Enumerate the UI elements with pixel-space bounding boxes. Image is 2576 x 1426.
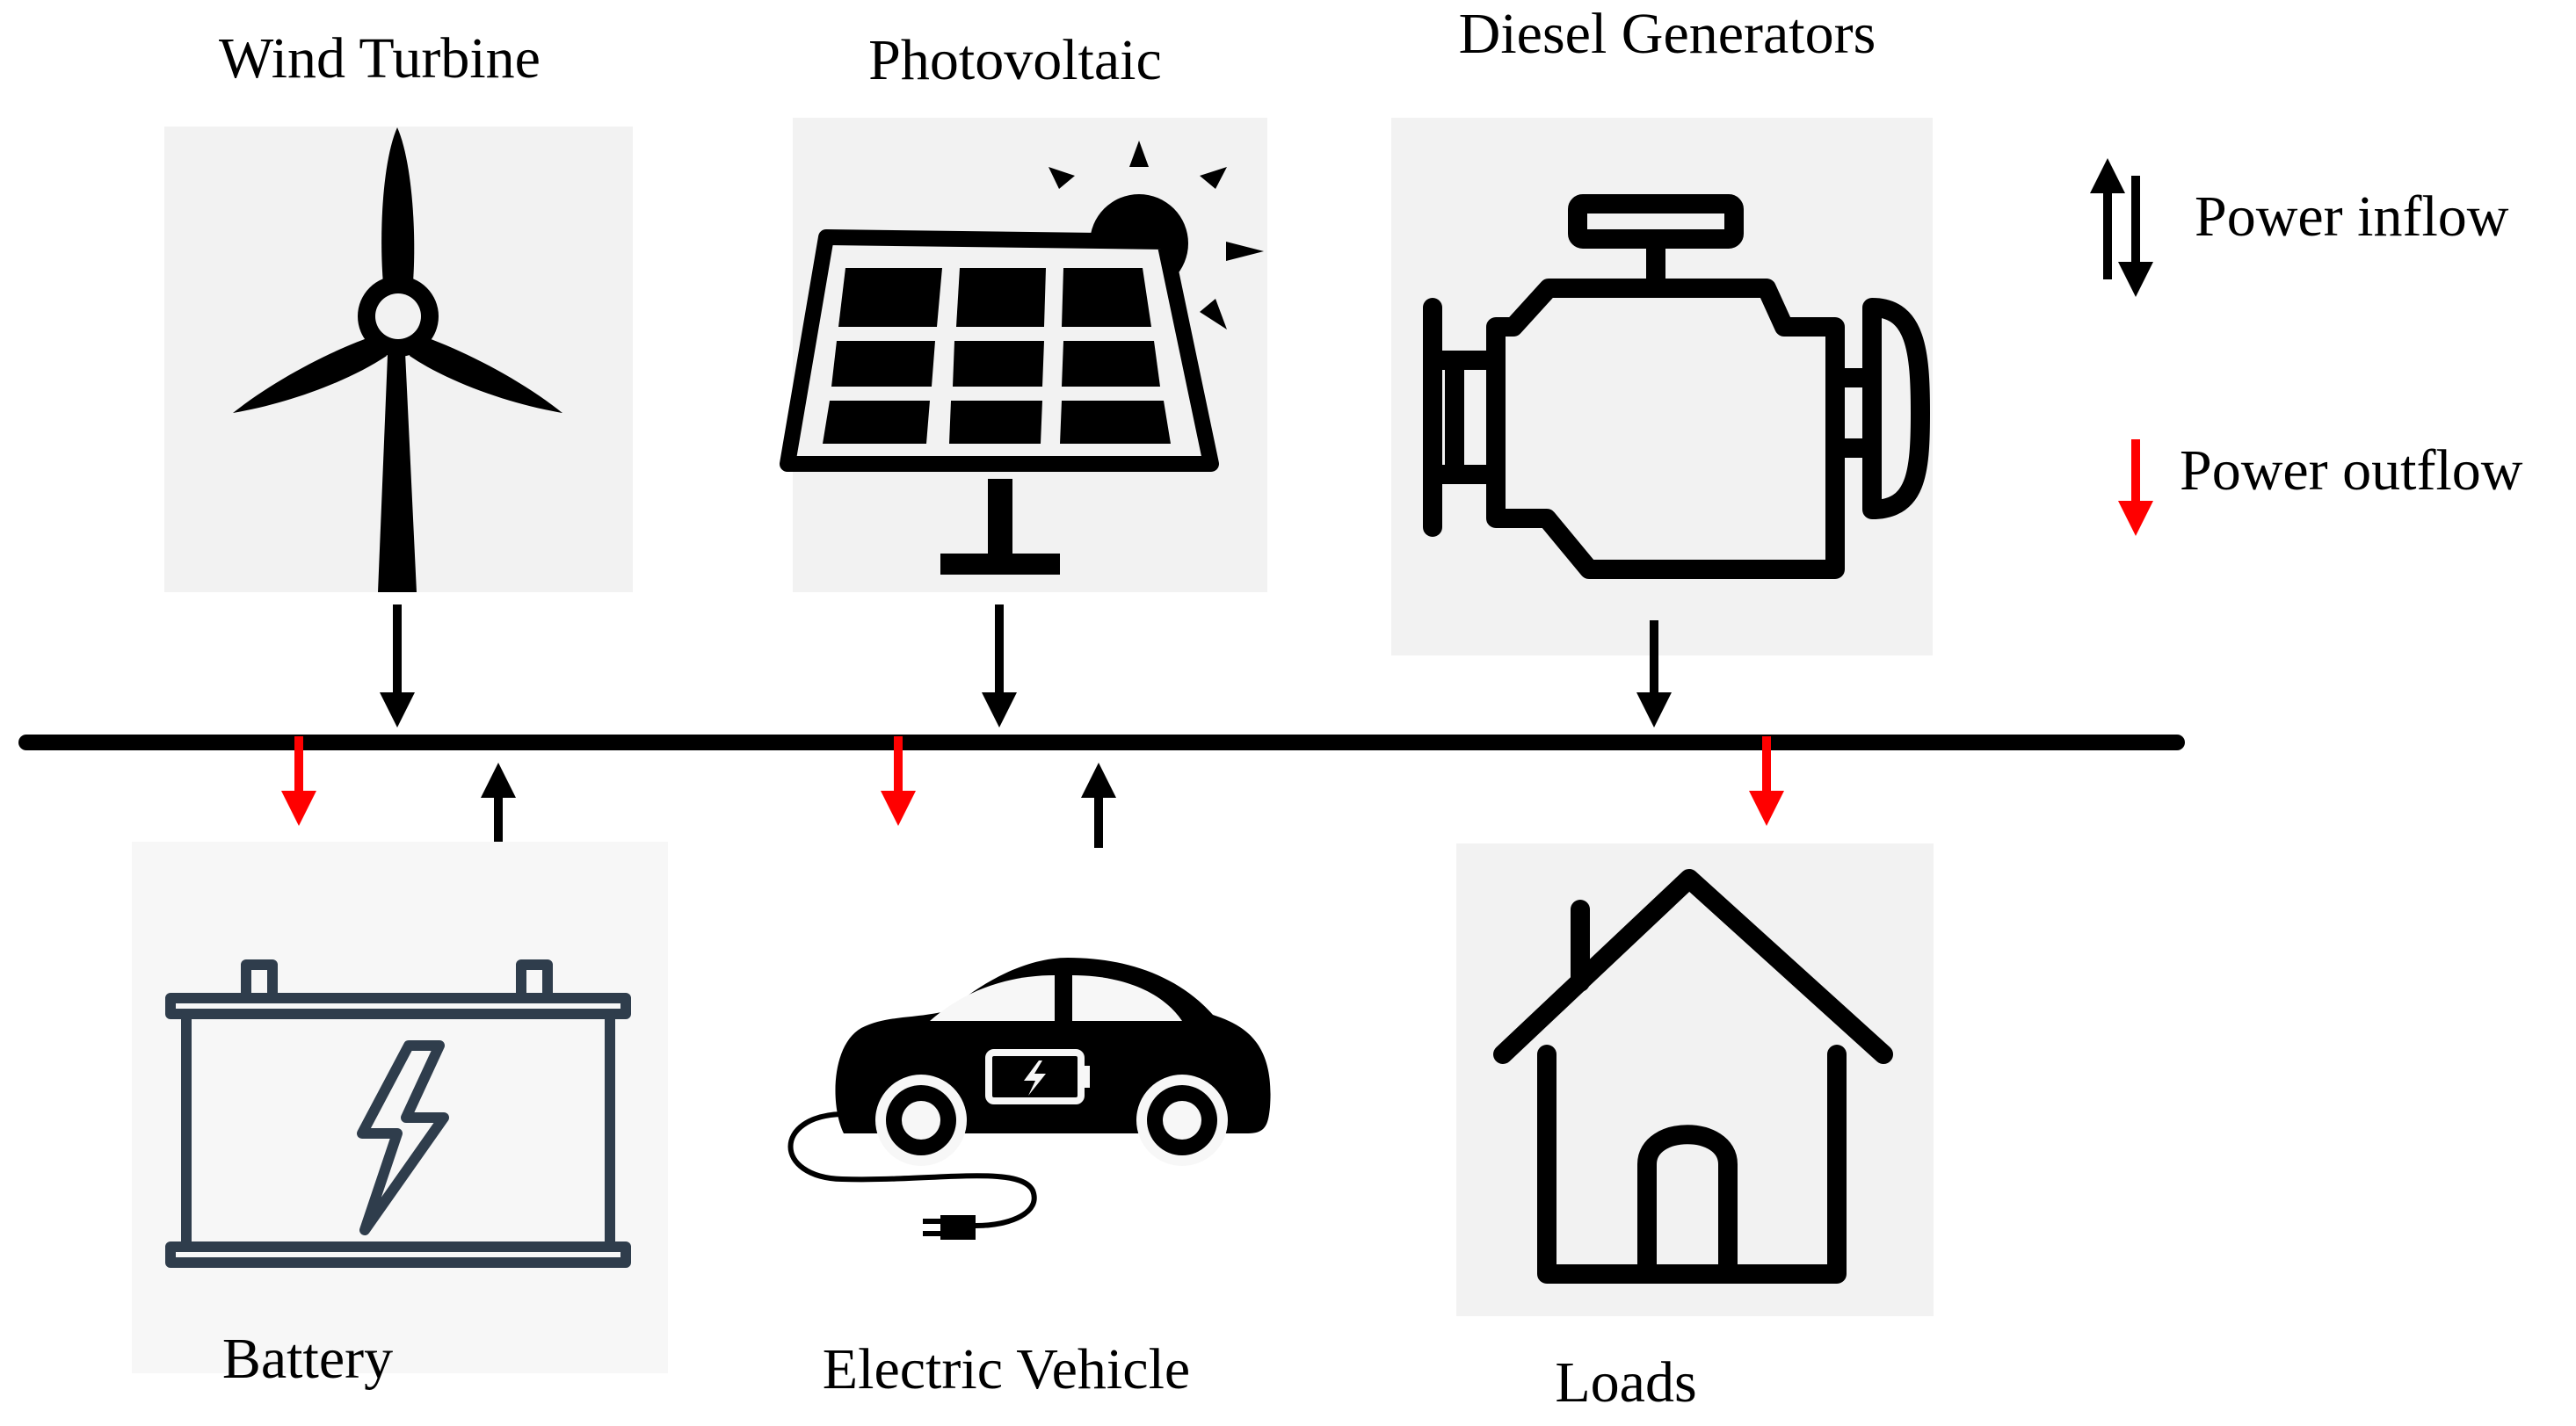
- electric-car-icon: [787, 958, 1271, 1240]
- solar-panel-icon: [780, 118, 1267, 592]
- inflow-legend-icon: [2090, 158, 2153, 297]
- battery-icon: [132, 842, 668, 1373]
- legend: Power inflow Power outflow: [2090, 158, 2523, 536]
- engine-icon: [1391, 118, 1933, 655]
- diesel-generators-label: Diesel Generators: [1459, 2, 1876, 66]
- inflow-legend-label: Power inflow: [2195, 185, 2509, 249]
- battery-label: Battery: [222, 1327, 393, 1391]
- flow-arrows: [281, 604, 1784, 848]
- wind-turbine-icon: [164, 127, 633, 592]
- photovoltaic-label: Photovoltaic: [868, 28, 1162, 92]
- loads-label: Loads: [1555, 1350, 1696, 1415]
- house-icon: [1456, 843, 1934, 1316]
- electric-vehicle-label: Electric Vehicle: [823, 1337, 1190, 1401]
- outflow-legend-label: Power outflow: [2180, 438, 2523, 503]
- wind-turbine-label: Wind Turbine: [219, 26, 541, 90]
